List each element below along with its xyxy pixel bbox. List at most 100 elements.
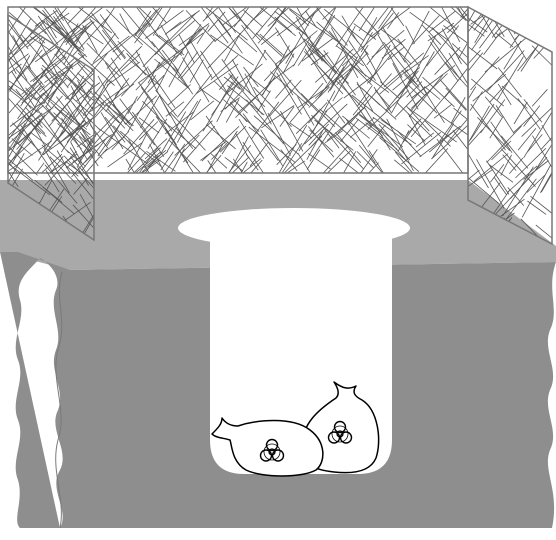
fence-mesh-wire [340,118,360,142]
fence-mesh-wire [480,182,501,208]
fence-mesh-wire [468,105,490,154]
fence-mesh-wire [297,152,311,173]
fence-mesh-wire [63,90,93,125]
fence-mesh-wire [99,14,119,40]
fence-mesh-wire [8,153,25,198]
fence-mesh-wire [301,7,317,16]
fence-mesh-wire [168,51,189,88]
fence-mesh-wire [38,111,70,161]
fence-mesh-wire [9,18,32,55]
fence-mesh-wire [67,76,94,125]
fence-mesh-wire [366,53,393,84]
fence-mesh-wire [21,56,67,95]
fence-mesh-wire [120,53,141,72]
fence-mesh-wire [137,51,184,84]
fence-mesh-wire [470,56,500,91]
fence-mesh-wire [44,74,69,100]
fence-mesh-wire [444,55,468,98]
fence-mesh-wire [165,10,200,34]
fence-mesh-wire [298,110,328,152]
fence-mesh-wire [401,70,418,85]
fence-mesh-wire [307,153,331,170]
fence-mesh-wire [14,7,56,25]
fence-mesh-wire [402,10,430,61]
fence-mesh-wire [323,50,356,96]
fence-mesh-wire [289,122,313,139]
fence-mesh-wire [140,94,161,129]
fence-mesh-wire [427,22,455,42]
fence-mesh-wire [138,82,154,103]
fence-mesh-wire [135,159,161,173]
fence-mesh-wire [276,17,302,37]
fence-mesh-wire [175,127,194,149]
fence-mesh-wire [515,148,547,179]
fence-mesh-wire [380,131,408,162]
fence-mesh-wire [44,164,78,204]
fence-mesh-wire [297,96,315,126]
fence-mesh-wire [71,16,109,58]
biohazard-icon [327,420,353,444]
fence-mesh-wire [314,48,337,75]
fence-mesh-wire [377,34,403,78]
fence-mesh-wire [260,30,279,46]
fence-mesh-wire [393,159,415,173]
fence-mesh-wire [386,118,414,172]
fence-mesh-wire [43,129,67,156]
fence-mesh-wire [125,158,140,173]
fence-mesh-wire [532,135,552,172]
fence-mesh-wire [491,7,516,35]
fence-mesh-wire [357,112,404,148]
fence-mesh-wire [12,122,42,154]
fence-mesh-wire [69,7,115,33]
fence-mesh-wire [497,83,512,106]
fence-mesh-wire [411,64,456,99]
fence-mesh-wire [182,57,210,103]
fence-mesh-wire [52,9,80,52]
fence-mesh-wire [289,8,339,43]
ground-cut-line [55,271,63,529]
fence-mesh-wire [38,118,70,154]
fence-mesh-wire [40,33,70,78]
fence-mesh-wire [391,76,412,113]
fence-mesh-wire [54,59,83,80]
fence-mesh-wire [415,132,435,148]
fence-mesh-wire [268,63,296,84]
fence-mesh-wire [491,140,512,161]
fence-mesh-wire [248,75,271,93]
fence-mesh-wire [41,56,58,79]
fence-mesh-wire [367,124,386,148]
fence-mesh-wire [174,65,194,95]
fence-mesh-wire [468,35,498,70]
fence-mesh-wire [54,106,91,136]
fence-mesh-wire [98,128,148,164]
fence-mesh-wire [118,7,156,48]
fence-mesh-wire [526,174,546,193]
fence-mesh-wire [43,78,58,105]
fence-mesh-wire [147,61,161,84]
fence-mesh-wire [453,107,468,125]
fence-mesh-wire [8,120,40,166]
fence-mesh-wire [27,65,44,86]
fence-mesh-wire [189,59,204,83]
fence-mesh-wire [468,86,477,109]
fence-mesh-wire [91,115,116,140]
fence-mesh-wire [439,79,467,110]
fence-mesh-wire [106,45,142,84]
fence-mesh-wire [210,55,239,81]
fence-mesh-wire [397,130,410,152]
fence-mesh-wire [365,122,383,137]
fence-mesh-wire [95,101,120,124]
fence-mesh-wire [274,79,292,99]
fence-mesh-wire [383,41,420,88]
fence-mesh-wire [269,79,302,117]
fence-mesh-wire [468,52,484,72]
fence-mesh-wire [159,111,187,157]
fence-mesh-wire [416,51,435,83]
fence-mesh-wire [327,66,345,93]
fence-mesh-wire [397,130,422,157]
fence-mesh-wire [490,121,513,154]
fence-mesh-wire [267,112,291,156]
fence-mesh-wire [357,85,373,107]
fence-mesh-wire [531,45,552,77]
